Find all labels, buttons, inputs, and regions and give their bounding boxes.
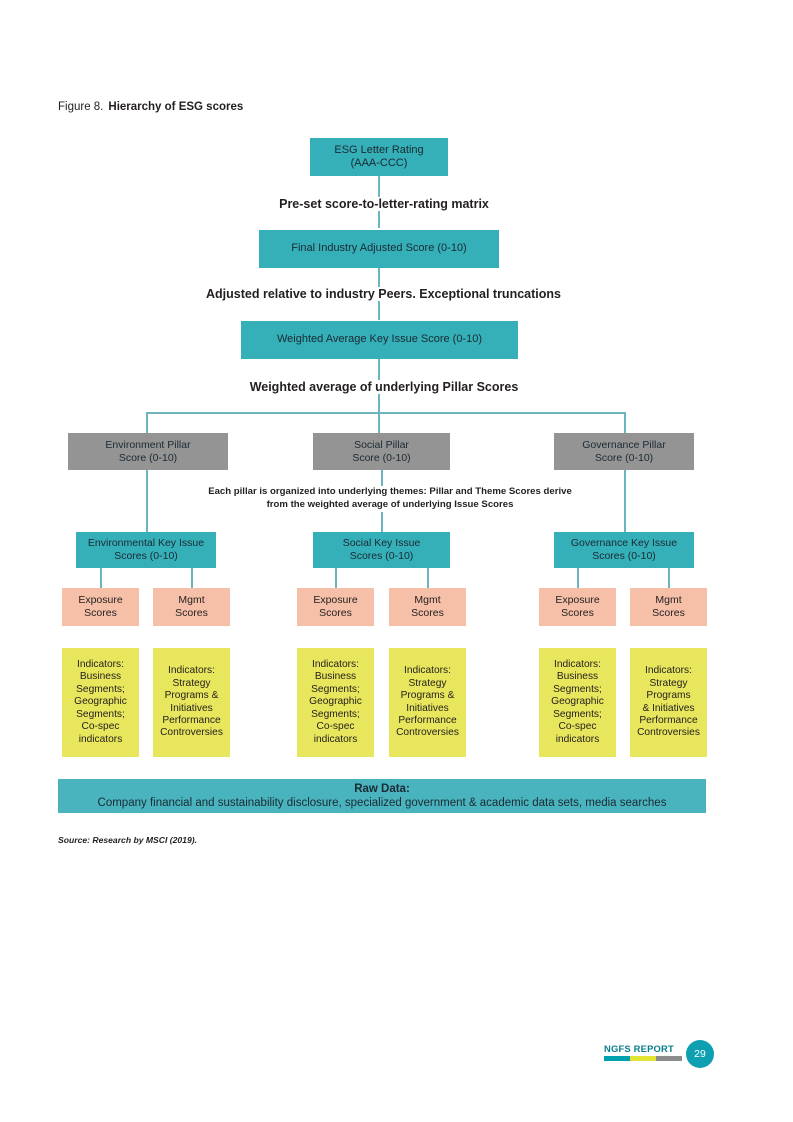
annotation-themes-line1: Each pillar is organized into underlying… [208,486,572,497]
node-indicators-env-exposure: Indicators: Business Segments; Geographi… [62,648,139,757]
node-pillar-governance-line2: Score (0-10) [594,451,654,464]
node-score-type-env-mgmt: Mgmt Scores [153,588,230,626]
node-key-issue-environmental-line1: Environmental Key Issue [87,537,205,550]
node-score-type-env-mgmt-line2: Scores [175,607,208,619]
node-score-type-social-mgmt: Mgmt Scores [389,588,466,626]
footer-brand: NGFS REPORT [604,1043,714,1061]
connector-bracket-left [146,412,148,437]
node-score-type-gov-exposure: Exposure Scores [539,588,616,626]
node-weighted-average-key-issue: Weighted Average Key Issue Score (0-10) [241,321,518,359]
figure-caption: Figure 8. Hierarchy of ESG scores [58,101,243,113]
annotation-weighted: Weighted average of underlying Pillar Sc… [238,380,530,394]
footer-bar-yellow [630,1056,656,1061]
node-score-type-social-mgmt-line1: Mgmt [414,594,441,607]
page-number-badge: 29 [686,1040,714,1068]
connector-social-to-exposure [335,568,337,588]
node-pillar-environment-line1: Environment Pillar [105,438,191,451]
node-pillar-environment: Environment Pillar Score (0-10) [68,433,228,470]
node-score-type-env-exposure: Exposure Scores [62,588,139,626]
connector-gov-pillar-to-key-issue [624,470,626,532]
connector-bracket-right [624,412,626,437]
footer-bar-gray [656,1056,682,1061]
node-score-type-gov-exposure-line2: Scores [561,607,594,619]
node-key-issue-governance: Governance Key Issue Scores (0-10) [554,532,694,568]
node-key-issue-governance-line2: Scores (0-10) [592,550,656,562]
node-score-type-social-exposure-line2: Scores [319,607,352,619]
node-key-issue-social: Social Key Issue Scores (0-10) [313,532,450,568]
footer-color-bars [604,1056,682,1061]
node-indicators-env-mgmt: Indicators: Strategy Programs & Initiati… [153,648,230,757]
node-score-type-social-mgmt-line2: Scores [411,607,444,619]
node-score-type-gov-mgmt: Mgmt Scores [630,588,707,626]
node-indicators-social-exposure: Indicators: Business Segments; Geographi… [297,648,374,757]
node-esg-letter-rating: ESG Letter Rating (AAA-CCC) [310,138,448,176]
connector-env-to-exposure [100,568,102,588]
annotation-adjusted: Adjusted relative to industry Peers. Exc… [200,287,567,301]
node-key-issue-environmental-line2: Scores (0-10) [114,550,178,562]
source-note: Source: Research by MSCI (2019). [58,835,197,845]
node-pillar-governance: Governance Pillar Score (0-10) [554,433,694,470]
node-score-type-gov-mgmt-line1: Mgmt [655,594,682,607]
node-pillar-governance-line1: Governance Pillar [582,438,666,451]
node-score-type-env-mgmt-line1: Mgmt [178,594,205,607]
node-esg-letter-rating-line1: ESG Letter Rating [334,143,424,156]
node-final-industry-adjusted-label: Final Industry Adjusted Score (0-10) [291,242,467,255]
node-key-issue-governance-line1: Governance Key Issue [570,537,678,550]
node-pillar-environment-line2: Score (0-10) [118,451,178,464]
node-indicators-social-mgmt: Indicators: Strategy Programs & Initiati… [389,648,466,757]
node-key-issue-environmental: Environmental Key Issue Scores (0-10) [76,532,216,568]
raw-data-body: Company financial and sustainability dis… [97,797,667,809]
node-score-type-env-exposure-line1: Exposure [78,594,123,607]
annotation-matrix: Pre-set score-to-letter-rating matrix [258,197,510,211]
node-indicators-gov-exposure: Indicators: Business Segments; Geographi… [539,648,616,757]
connector-gov-to-mgmt [668,568,670,588]
node-score-type-env-exposure-line2: Scores [84,607,117,619]
footer-bar-teal [604,1056,630,1061]
node-pillar-social: Social Pillar Score (0-10) [313,433,450,470]
connector-gov-to-exposure [577,568,579,588]
node-score-type-social-exposure-line1: Exposure [313,594,358,607]
raw-data-bar: Raw Data: Company financial and sustaina… [58,779,706,813]
connector-weighted-to-pillars [378,359,380,437]
figure-number: Figure 8. [58,101,104,113]
connector-env-pillar-to-key-issue [146,470,148,532]
node-score-type-social-exposure: Exposure Scores [297,588,374,626]
node-weighted-average-key-issue-label: Weighted Average Key Issue Score (0-10) [276,333,483,346]
footer-label: NGFS REPORT [604,1043,674,1054]
node-esg-letter-rating-line2: (AAA-CCC) [350,157,408,169]
connector-social-to-mgmt [427,568,429,588]
annotation-themes-line2: from the weighted average of underlying … [266,498,514,510]
node-pillar-social-line2: Score (0-10) [352,451,411,464]
node-key-issue-social-line1: Social Key Issue [342,537,421,550]
figure-title: Hierarchy of ESG scores [108,101,244,113]
node-score-type-gov-mgmt-line2: Scores [652,607,685,619]
connector-pillar-bracket [146,412,625,414]
node-final-industry-adjusted: Final Industry Adjusted Score (0-10) [259,230,499,268]
node-indicators-gov-mgmt: Indicators: Strategy Programs & Initiati… [630,648,707,757]
node-score-type-gov-exposure-line1: Exposure [555,594,600,607]
annotation-themes: Each pillar is organized into underlying… [195,486,585,512]
node-key-issue-social-line2: Scores (0-10) [349,550,414,562]
node-pillar-social-line1: Social Pillar [354,438,409,451]
connector-env-to-mgmt [191,568,193,588]
raw-data-heading: Raw Data: [354,782,410,795]
